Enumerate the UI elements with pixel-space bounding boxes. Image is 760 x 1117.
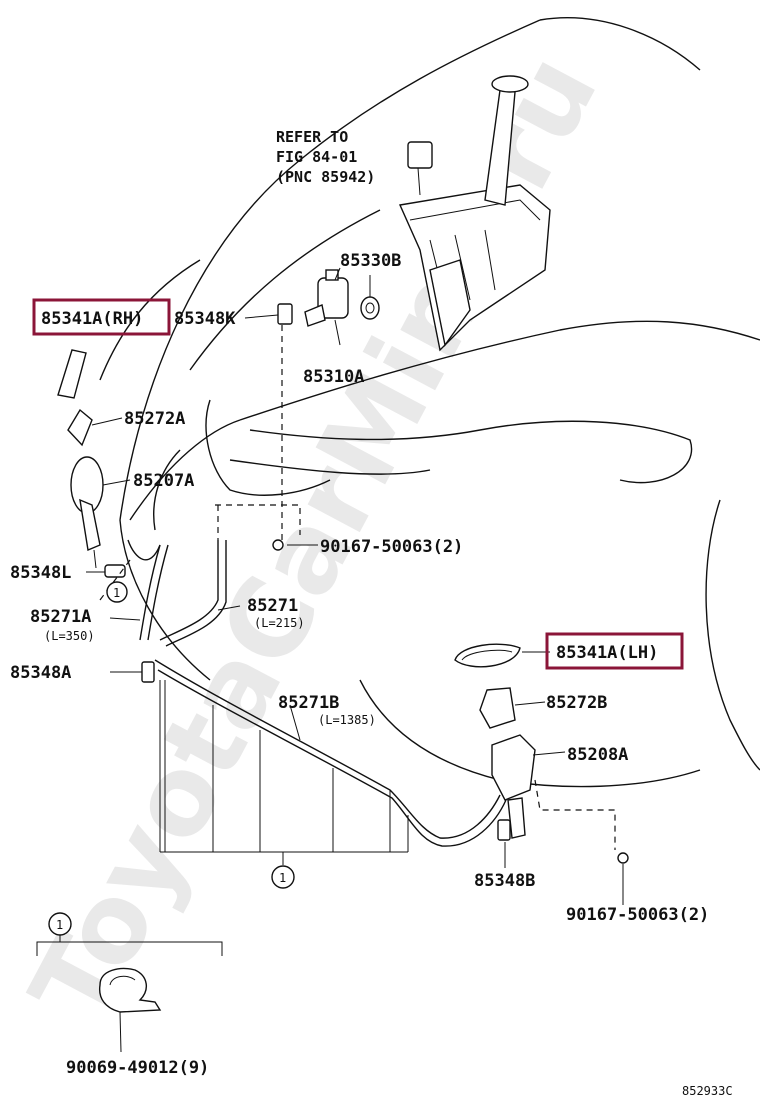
marker-1-middle-text: 1 [279, 871, 286, 885]
dashed-leaders [99, 325, 616, 850]
label-85271B-length: (L=1385) [318, 713, 376, 727]
marker-1-middle: 1 [271, 865, 295, 889]
label-85348B[interactable]: 85348B [474, 871, 535, 891]
washer-motor [304, 269, 349, 327]
marker-1-upper: 1 [106, 581, 128, 603]
marker-1-upper-text: 1 [113, 586, 120, 600]
callout-leaders [86, 267, 624, 905]
refer-note-line3: (PNC 85942) [276, 168, 375, 186]
washer-tank [398, 75, 551, 352]
label-85310A[interactable]: 85310A [303, 367, 364, 387]
connectors [104, 303, 629, 864]
watermark: ToyotaCarMine.ru [8, 35, 623, 1042]
label-85272B[interactable]: 85272B [546, 693, 607, 713]
connector-small [407, 141, 433, 196]
marker-1-legend: 1 [48, 912, 72, 936]
highlight-85341A-LH [545, 632, 684, 670]
refer-note-line1: REFER TO [276, 128, 348, 146]
label-90069[interactable]: 90069-49012(9) [66, 1058, 209, 1078]
car-body-outline [99, 17, 760, 788]
marker-1-legend-text: 1 [56, 918, 63, 932]
label-85272A[interactable]: 85272A [124, 409, 185, 429]
motor-grommet [360, 296, 380, 320]
label-85208A[interactable]: 85208A [567, 745, 628, 765]
hoses [127, 539, 507, 847]
highlight-85341A-RH [32, 298, 171, 336]
lh-nozzle-assembly [454, 643, 536, 839]
label-85207A[interactable]: 85207A [133, 471, 194, 491]
label-85271[interactable]: 85271 [247, 596, 298, 616]
label-85341A-RH[interactable]: 85341A(RH) [41, 309, 143, 329]
label-85271B[interactable]: 85271B [278, 693, 339, 713]
label-85348L[interactable]: 85348L [10, 563, 71, 583]
figure-code: 852933C [682, 1084, 733, 1098]
label-90167-bottom[interactable]: 90167-50063(2) [566, 905, 709, 925]
label-85271A[interactable]: 85271A [30, 607, 91, 627]
legend-clip-90069 [36, 935, 223, 1053]
label-85348A[interactable]: 85348A [10, 663, 71, 683]
clamp-leader-lines [159, 680, 409, 865]
label-85271A-length: (L=350) [44, 629, 95, 643]
rh-nozzle-assembly [57, 349, 104, 569]
label-85271-length: (L=215) [254, 616, 305, 630]
label-85341A-LH[interactable]: 85341A(LH) [556, 643, 658, 663]
label-85348K[interactable]: 85348K [174, 309, 236, 329]
label-85330B[interactable]: 85330B [340, 251, 401, 271]
refer-note-line2: FIG 84-01 [276, 148, 357, 166]
label-90167-top[interactable]: 90167-50063(2) [320, 537, 463, 557]
